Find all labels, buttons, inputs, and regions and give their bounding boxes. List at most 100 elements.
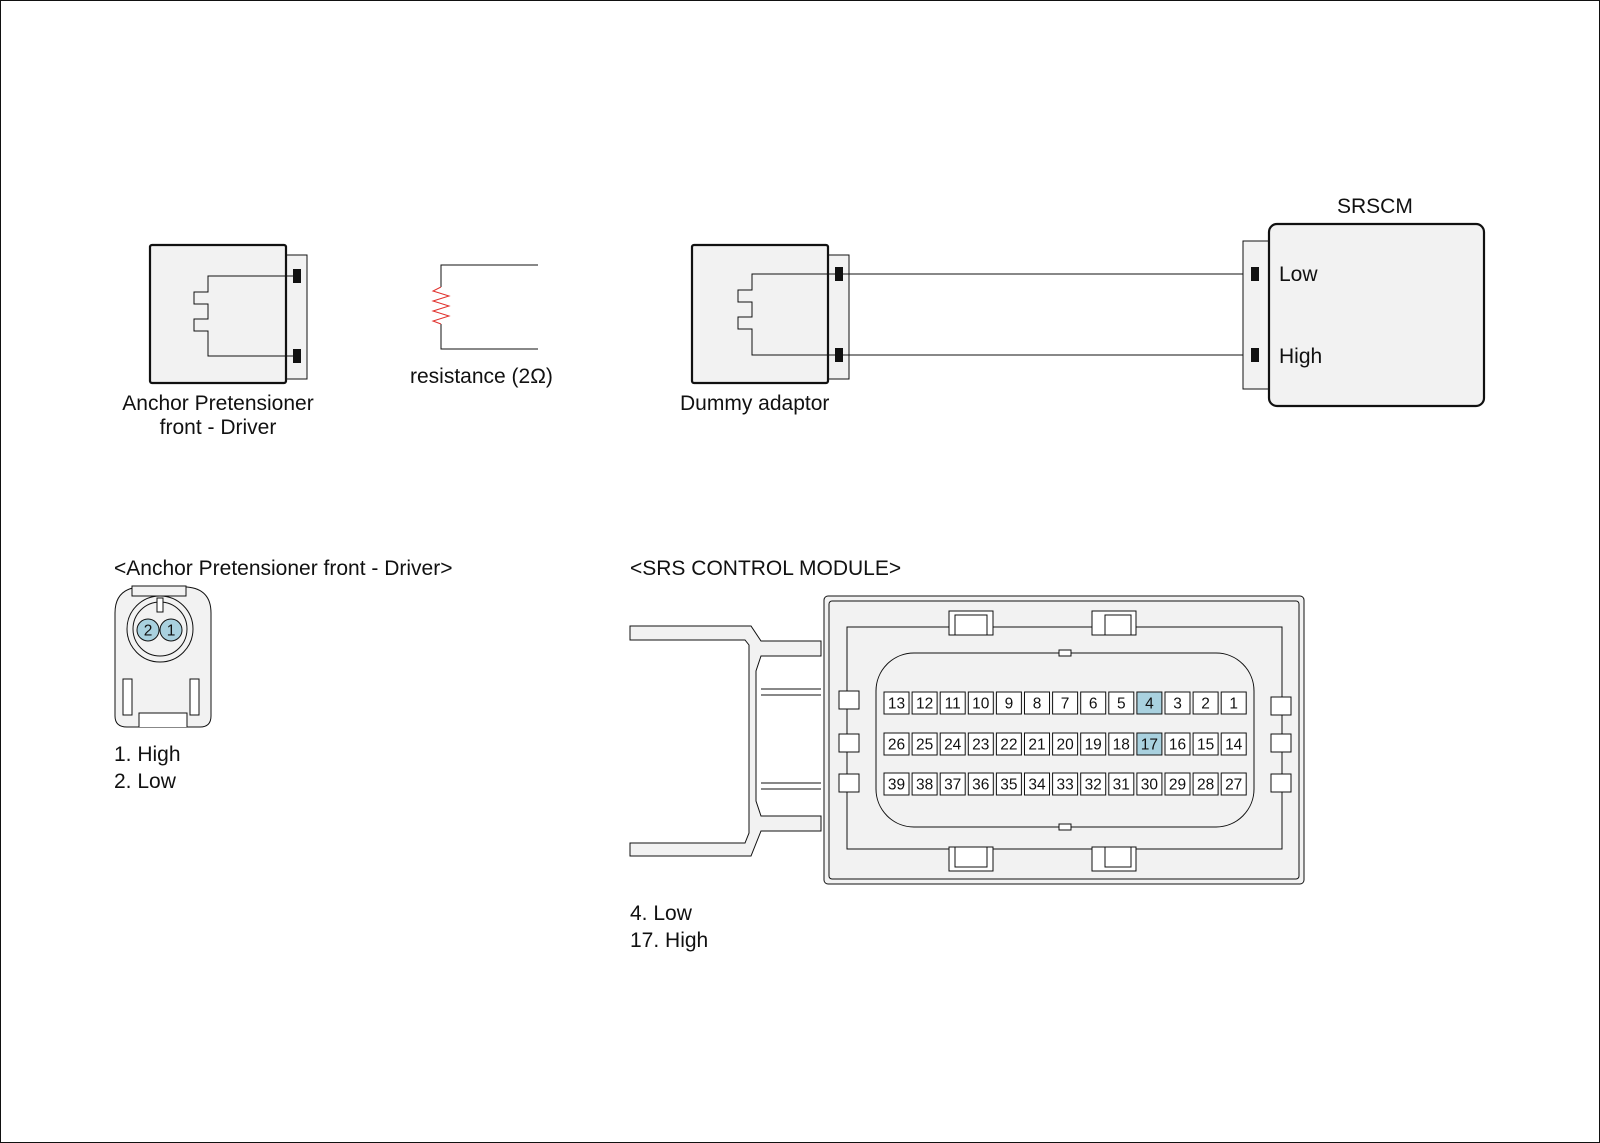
svg-text:2: 2	[1201, 696, 1210, 713]
svg-text:8: 8	[1033, 696, 1042, 713]
pin-cell-37: 37	[939, 772, 966, 796]
svg-text:20: 20	[1056, 737, 1074, 754]
pin-cell-22: 22	[995, 732, 1022, 756]
resistance-label: resistance (2Ω)	[410, 365, 553, 388]
pin-cell-8: 8	[1024, 691, 1050, 715]
pin-cell-19: 19	[1080, 732, 1107, 756]
svg-text:38: 38	[916, 777, 933, 794]
svg-text:32: 32	[1085, 777, 1102, 794]
pin-cell-38: 38	[911, 772, 938, 796]
pin-cell-14: 14	[1220, 732, 1247, 756]
pin-cell-24: 24	[939, 732, 966, 756]
srs-module-legend: 4. Low 17. High	[630, 900, 708, 954]
pin-cell-25: 25	[911, 732, 938, 756]
dummy-adaptor-symbol	[690, 243, 850, 385]
svg-text:29: 29	[1169, 777, 1186, 794]
pin-cell-27: 27	[1220, 772, 1247, 796]
srs-legend-item: 17. High	[630, 929, 709, 952]
svg-text:15: 15	[1197, 737, 1214, 754]
anchor-pin-2: 2	[136, 618, 160, 642]
svg-text:3: 3	[1173, 696, 1182, 713]
pin-cell-28: 28	[1192, 772, 1219, 796]
pin-cell-5: 5	[1108, 691, 1135, 715]
pin-cell-15: 15	[1192, 732, 1219, 756]
pin-cell-26: 26	[883, 732, 910, 756]
pin-cell-17: 17	[1136, 732, 1163, 756]
pin-cell-12: 12	[911, 691, 938, 715]
svg-text:1: 1	[167, 623, 176, 640]
anchor-label-line2: front - Driver	[159, 416, 277, 439]
pin-cell-13: 13	[883, 691, 910, 715]
svg-text:16: 16	[1169, 737, 1186, 754]
anchor-pretensioner-label: Anchor Pretensioner front - Driver	[91, 392, 345, 440]
anchor-legend-item: 2. Low	[114, 770, 176, 793]
wires	[843, 273, 1251, 356]
pin-cell-16: 16	[1164, 732, 1191, 756]
svg-text:30: 30	[1141, 777, 1159, 794]
resistor-symbol	[431, 264, 538, 350]
svg-text:1: 1	[1229, 696, 1238, 713]
pin-cell-7: 7	[1052, 691, 1079, 715]
srs-legend-item: 4. Low	[630, 902, 692, 925]
svg-text:12: 12	[916, 696, 933, 713]
svg-text:17: 17	[1141, 737, 1158, 754]
svg-text:22: 22	[1000, 737, 1017, 754]
svg-text:19: 19	[1085, 737, 1102, 754]
svg-text:10: 10	[972, 696, 990, 713]
pin-cell-36: 36	[967, 772, 994, 796]
svg-text:39: 39	[888, 777, 905, 794]
svg-text:18: 18	[1113, 737, 1130, 754]
srscm-pin-high-label: High	[1279, 345, 1323, 368]
pin-cell-39: 39	[883, 772, 910, 796]
svg-text:9: 9	[1005, 696, 1014, 713]
svg-text:14: 14	[1225, 737, 1243, 754]
dummy-adaptor-label: Dummy adaptor	[680, 392, 830, 415]
anchor-legend-item: 1. High	[114, 743, 181, 766]
pin-cell-9: 9	[995, 691, 1022, 715]
anchor-pretensioner-symbol	[148, 243, 308, 385]
pin-cell-6: 6	[1080, 691, 1107, 715]
svg-text:25: 25	[916, 737, 933, 754]
pin-cell-29: 29	[1164, 772, 1191, 796]
svg-text:35: 35	[1000, 777, 1017, 794]
svg-text:31: 31	[1113, 777, 1130, 794]
svg-text:11: 11	[945, 696, 961, 713]
anchor-label-line1: Anchor Pretensioner	[122, 392, 314, 415]
svg-text:28: 28	[1197, 777, 1214, 794]
pin-cell-21: 21	[1024, 732, 1050, 756]
svg-text:36: 36	[972, 777, 989, 794]
svg-text:7: 7	[1061, 696, 1070, 713]
pin-cell-11: 11	[939, 691, 966, 715]
srs-module-heading: <SRS CONTROL MODULE>	[630, 557, 902, 580]
svg-text:34: 34	[1028, 777, 1046, 794]
pin-cell-10: 10	[967, 691, 994, 715]
svg-text:33: 33	[1056, 777, 1073, 794]
anchor-pin-1: 1	[159, 618, 183, 642]
srscm-pin-low-label: Low	[1279, 263, 1318, 286]
pin-cell-1: 1	[1220, 691, 1247, 715]
svg-text:37: 37	[944, 777, 961, 794]
pin-cell-18: 18	[1108, 732, 1135, 756]
srscm-title: SRSCM	[1337, 195, 1413, 218]
pin-cell-20: 20	[1052, 732, 1079, 756]
pin-cell-33: 33	[1052, 772, 1079, 796]
pin-cell-32: 32	[1080, 772, 1107, 796]
svg-text:6: 6	[1089, 696, 1098, 713]
svg-text:27: 27	[1225, 777, 1242, 794]
svg-text:21: 21	[1028, 737, 1045, 754]
pin-cell-3: 3	[1164, 691, 1191, 715]
pin-cell-34: 34	[1024, 772, 1050, 796]
pin-cell-4: 4	[1136, 691, 1163, 715]
pin-cell-23: 23	[967, 732, 994, 756]
pin-cell-30: 30	[1136, 772, 1163, 796]
srscm-module	[1242, 222, 1486, 408]
pin-cell-35: 35	[995, 772, 1022, 796]
svg-text:24: 24	[944, 737, 962, 754]
pin-cell-31: 31	[1108, 772, 1135, 796]
anchor-connector-face	[114, 585, 212, 728]
pin-cell-2: 2	[1192, 691, 1219, 715]
